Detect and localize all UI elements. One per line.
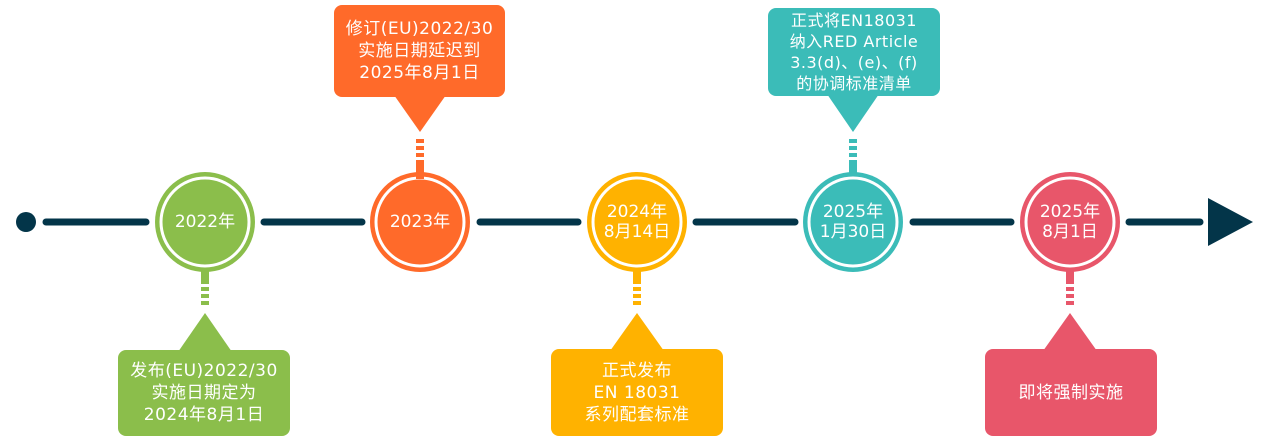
- date-text: 2024年: [606, 202, 668, 222]
- note-line: 正式发布: [602, 360, 672, 381]
- note-line: 修订(EU)2022/30: [345, 19, 494, 39]
- milestone-date: 2023年: [370, 172, 470, 272]
- milestone-date: 2024年 8月14日: [587, 172, 687, 272]
- milestone-2024-graphic: [551, 172, 723, 436]
- milestone-2025-jan-graphic: [768, 8, 940, 272]
- note-line: 2024年8月1日: [143, 405, 265, 425]
- milestone-2025-aug-graphic: [985, 172, 1157, 436]
- milestone-date: 2025年 1月30日: [803, 172, 903, 272]
- note-line: 实施日期延迟到: [358, 41, 481, 61]
- date-text: 2025年: [822, 202, 884, 222]
- note-line: EN 18031: [593, 382, 681, 403]
- note-line: 纳入RED Article: [789, 32, 919, 51]
- milestone-note: 即将强制实施: [985, 349, 1157, 436]
- note-line: 3.3(d)、(e)、(f): [790, 53, 918, 72]
- milestone-2022-graphic: [118, 172, 290, 436]
- milestone-2023-graphic: [334, 5, 505, 272]
- note-line: 系列配套标准: [584, 404, 690, 425]
- milestone-note: 正式将EN18031 纳入RED Article 3.3(d)、(e)、(f) …: [768, 8, 940, 96]
- note-line: 2025年8月1日: [359, 63, 480, 83]
- note-line: 的协调标准清单: [796, 74, 912, 93]
- timeline-start-dot: [16, 212, 36, 232]
- note-line: 实施日期定为: [151, 383, 257, 403]
- note-line: 正式将EN18031: [791, 11, 917, 30]
- date-text: 8月1日: [1042, 222, 1098, 242]
- note-line: 即将强制实施: [1018, 382, 1124, 403]
- milestone-note: 发布(EU)2022/30 实施日期定为 2024年8月1日: [118, 350, 290, 436]
- date-text: 8月14日: [603, 222, 671, 242]
- date-text: 2025年: [1039, 202, 1101, 222]
- note-line: 发布(EU)2022/30: [130, 361, 278, 381]
- milestone-note: 正式发布 EN 18031 系列配套标准: [551, 349, 723, 436]
- date-text: 2022年: [174, 212, 236, 232]
- date-text: 2023年: [389, 212, 451, 232]
- milestone-note: 修订(EU)2022/30 实施日期延迟到 2025年8月1日: [334, 5, 505, 97]
- milestone-date: 2022年: [155, 172, 255, 272]
- date-text: 1月30日: [819, 222, 887, 242]
- arrow-head-icon: [1208, 198, 1253, 246]
- milestone-date: 2025年 8月1日: [1020, 172, 1120, 272]
